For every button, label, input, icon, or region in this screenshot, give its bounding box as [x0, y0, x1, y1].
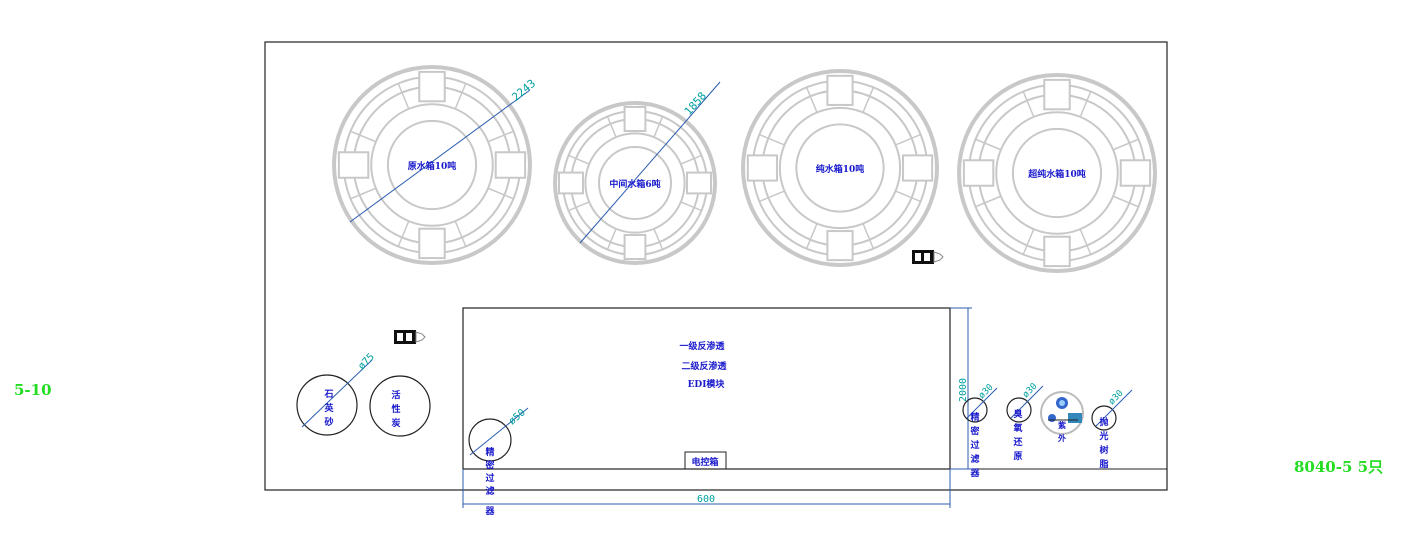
height-dim-text: 2000	[958, 378, 969, 402]
tank-2: 1858 中间水箱6吨	[553, 81, 721, 265]
tank-1-dim: 2243	[509, 77, 538, 104]
frame-line-1: 一级反渗透	[679, 340, 725, 352]
tank-group: 2243 原水箱10吨 1858 中间水箱6吨 纯水箱10吨 超纯水箱10吨	[332, 65, 1157, 273]
carbon-char-2: 性	[391, 403, 400, 415]
svg-text:器: 器	[484, 506, 495, 517]
svg-text:光: 光	[1098, 430, 1108, 442]
carbon-char-3: 炭	[391, 417, 400, 429]
quartz-sand-char-2: 英	[323, 402, 334, 414]
control-box	[684, 451, 727, 470]
tank-1-label: 原水箱10吨	[408, 160, 457, 172]
polishing-resin-label: 抛 光 树 脂	[1098, 416, 1108, 470]
security-filter-2	[962, 397, 988, 423]
right-side-label: 8040-5 5只	[1294, 458, 1383, 476]
quartz-sand-filter	[296, 374, 358, 436]
svg-text:还: 还	[1012, 436, 1023, 448]
ozone-dim: ø30	[1021, 382, 1040, 401]
tank-2-label: 中间水箱6吨	[609, 178, 660, 190]
control-box-label: 电控箱	[691, 456, 718, 468]
polishing-resin-dim: ø30	[1107, 389, 1126, 408]
ozone-reduction	[1006, 397, 1032, 423]
svg-text:过: 过	[485, 472, 494, 484]
svg-text:密: 密	[484, 459, 494, 471]
svg-text:精: 精	[485, 446, 494, 458]
svg-text:过: 过	[970, 439, 979, 451]
svg-text:滤: 滤	[485, 485, 494, 497]
pump-1	[912, 250, 944, 264]
tank-3-label: 纯水箱10吨	[816, 163, 865, 175]
quartz-sand-char-1: 石	[323, 389, 333, 400]
svg-text:树: 树	[1099, 444, 1108, 456]
security-filter-1	[468, 418, 512, 462]
security-filter-2-label: 精 密 过 滤 器	[969, 411, 980, 479]
security-filter-2-dim: ø30	[977, 383, 996, 402]
carbon-char-1: 活	[391, 389, 400, 401]
quartz-sand-dim: ø75	[356, 352, 377, 373]
height-dimension	[950, 307, 972, 470]
tank-4: 超纯水箱10吨	[957, 73, 1157, 273]
svg-text:抛: 抛	[1099, 416, 1108, 428]
svg-text:密: 密	[969, 425, 979, 437]
svg-text:脂: 脂	[1098, 458, 1108, 470]
svg-text:原: 原	[1013, 451, 1022, 462]
frame-line-2: 二级反渗透	[681, 360, 727, 372]
width-dim-text: 600	[697, 494, 715, 505]
left-side-label: 5-10	[14, 381, 52, 399]
polishing-resin	[1091, 405, 1117, 431]
activated-carbon-filter	[369, 375, 431, 437]
tank-3: 纯水箱10吨	[741, 69, 939, 267]
security-filter-1-label: 精 密 过 滤 器	[484, 446, 495, 517]
svg-text:氧: 氧	[1012, 422, 1022, 434]
frame-line-3: EDI模块	[688, 378, 726, 390]
svg-text:精: 精	[970, 411, 979, 423]
tank-1: 2243 原水箱10吨	[332, 65, 538, 265]
tank-2-dim: 1858	[682, 89, 709, 117]
uv-unit: 紫 外	[1040, 391, 1084, 443]
pump-2	[394, 330, 426, 344]
tank-4-label: 超纯水箱10吨	[1027, 168, 1086, 180]
svg-text:滤: 滤	[970, 453, 979, 465]
svg-text:外: 外	[1058, 433, 1066, 443]
plant-boundary	[264, 41, 1168, 491]
svg-text:臭: 臭	[1013, 408, 1023, 420]
ozone-label: 臭 氧 还 原	[1012, 408, 1023, 462]
quartz-sand-char-3: 砂	[324, 416, 333, 428]
svg-text:紫: 紫	[1058, 420, 1066, 430]
svg-text:器: 器	[969, 468, 980, 479]
width-dimension	[462, 469, 951, 508]
